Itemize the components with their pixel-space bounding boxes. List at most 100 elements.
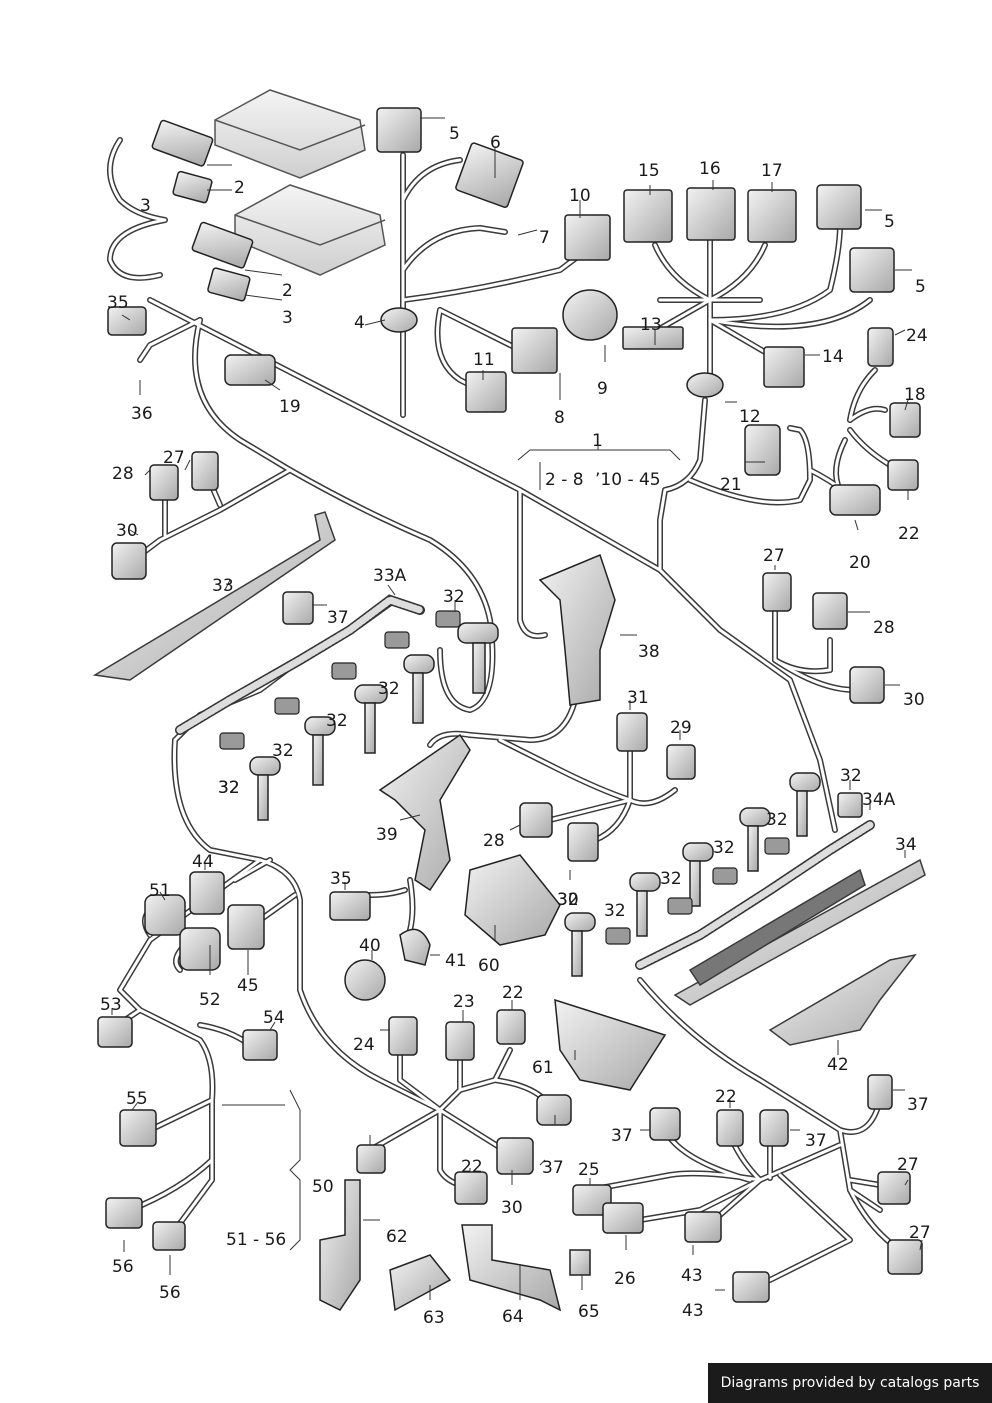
part-label: 37 [805, 1131, 827, 1151]
part-label: 30 [557, 890, 579, 910]
part-label: 36 [131, 404, 153, 424]
part-label: 33A [373, 566, 407, 586]
part-label: 32 [326, 711, 348, 731]
part-label: 30 [903, 690, 925, 710]
leader-lines [111, 117, 923, 1300]
part-label: 34 [895, 835, 917, 855]
part-label: 32 [604, 901, 626, 921]
part-label: 25 [578, 1160, 600, 1180]
part-label: 27 [763, 546, 785, 566]
rail-34 [673, 858, 926, 1006]
part-label: 4 [354, 313, 365, 333]
misc-parts [319, 289, 724, 1312]
part-label: 28 [873, 618, 895, 638]
part-label: 2 [282, 281, 293, 301]
part-label: 7 [539, 228, 550, 248]
part-label: 32 [218, 778, 240, 798]
injector-rails [92, 511, 926, 1046]
part-label: 28 [112, 464, 134, 484]
part-label: 32 [840, 766, 862, 786]
part-label: 42 [827, 1055, 849, 1075]
part-label: 5 [915, 277, 926, 297]
part-label: 10 [569, 186, 591, 206]
part-label: 35 [330, 869, 352, 889]
part-label: 12 [739, 407, 761, 427]
part-label: 39 [376, 825, 398, 845]
part-label: 2 [234, 178, 245, 198]
rail-plugs [219, 610, 790, 945]
part-label: 53 [100, 995, 122, 1015]
part-label: 60 [478, 956, 500, 976]
part-label: ’10 - 45 [595, 470, 661, 490]
part-label: 2 - 8 [545, 470, 584, 490]
part-label: 15 [638, 161, 660, 181]
part-label: 55 [126, 1089, 148, 1109]
part-label: 22 [461, 1157, 483, 1177]
part-label: 32 [443, 587, 465, 607]
part-label: 65 [578, 1302, 600, 1322]
part-label: 26 [614, 1269, 636, 1289]
part-label: 19 [279, 397, 301, 417]
harness-wires [107, 137, 903, 1283]
part-label: 35 [107, 293, 129, 313]
part-label: 5 [449, 124, 460, 144]
part-label: 51 - 56 [226, 1230, 287, 1250]
rail-34-body [688, 868, 866, 987]
part-label: 6 [490, 133, 501, 153]
part-label: 31 [627, 688, 649, 708]
part-label: 56 [112, 1257, 134, 1277]
part-label: 32 [766, 810, 788, 830]
part-label: 64 [502, 1307, 524, 1327]
part-label: 5 [884, 212, 895, 232]
part-label: 45 [237, 976, 259, 996]
part-label: 62 [386, 1227, 408, 1247]
part-label: 22 [715, 1087, 737, 1107]
part-label: 63 [423, 1308, 445, 1328]
part-label: 43 [682, 1301, 704, 1321]
part-label: 40 [359, 936, 381, 956]
part-label: 11 [473, 350, 495, 370]
part-label: 56 [159, 1283, 181, 1303]
part-label: 50 [312, 1177, 334, 1197]
part-label: 34A [862, 790, 896, 810]
part-label: 32 [557, 890, 579, 910]
part-label: 8 [554, 408, 565, 428]
part-label: 37 [611, 1126, 633, 1146]
part-label: 37 [907, 1095, 929, 1115]
part-label: 30 [116, 521, 138, 541]
part-label: 51 [149, 881, 171, 901]
part-label: 37 [327, 608, 349, 628]
part-label: 30 [501, 1198, 523, 1218]
part-label: 33 [212, 576, 234, 596]
part-label: 18 [904, 385, 926, 405]
ecu-units [214, 89, 386, 276]
part-label: 27 [897, 1155, 919, 1175]
part-label: 24 [906, 326, 928, 346]
ignition-coils [249, 622, 821, 977]
part-label: 22 [898, 524, 920, 544]
part-label: 3 [140, 196, 151, 216]
part-label: 16 [699, 159, 721, 179]
corrugated-tubes [175, 594, 875, 970]
part-label: 54 [263, 1008, 285, 1028]
part-label: 27 [909, 1223, 931, 1243]
rail-33 [92, 511, 336, 681]
part-label: 21 [720, 475, 742, 495]
part-label: 24 [353, 1035, 375, 1055]
part-label: 9 [597, 379, 608, 399]
part-label: 3 [282, 308, 293, 328]
part-label: 22 [502, 983, 524, 1003]
part-label: 17 [761, 161, 783, 181]
part-label: 32 [378, 679, 400, 699]
part-label: 29 [670, 718, 692, 738]
part-label: 1 [592, 431, 603, 451]
connectors [97, 107, 923, 1303]
part-label: 32 [660, 869, 682, 889]
bracket-42 [768, 953, 917, 1046]
part-label: 38 [638, 642, 660, 662]
part-label: 14 [822, 347, 844, 367]
part-label: 27 [163, 448, 185, 468]
part-label: 52 [199, 990, 221, 1010]
credit-footer: Diagrams provided by catalogs parts [708, 1363, 992, 1403]
